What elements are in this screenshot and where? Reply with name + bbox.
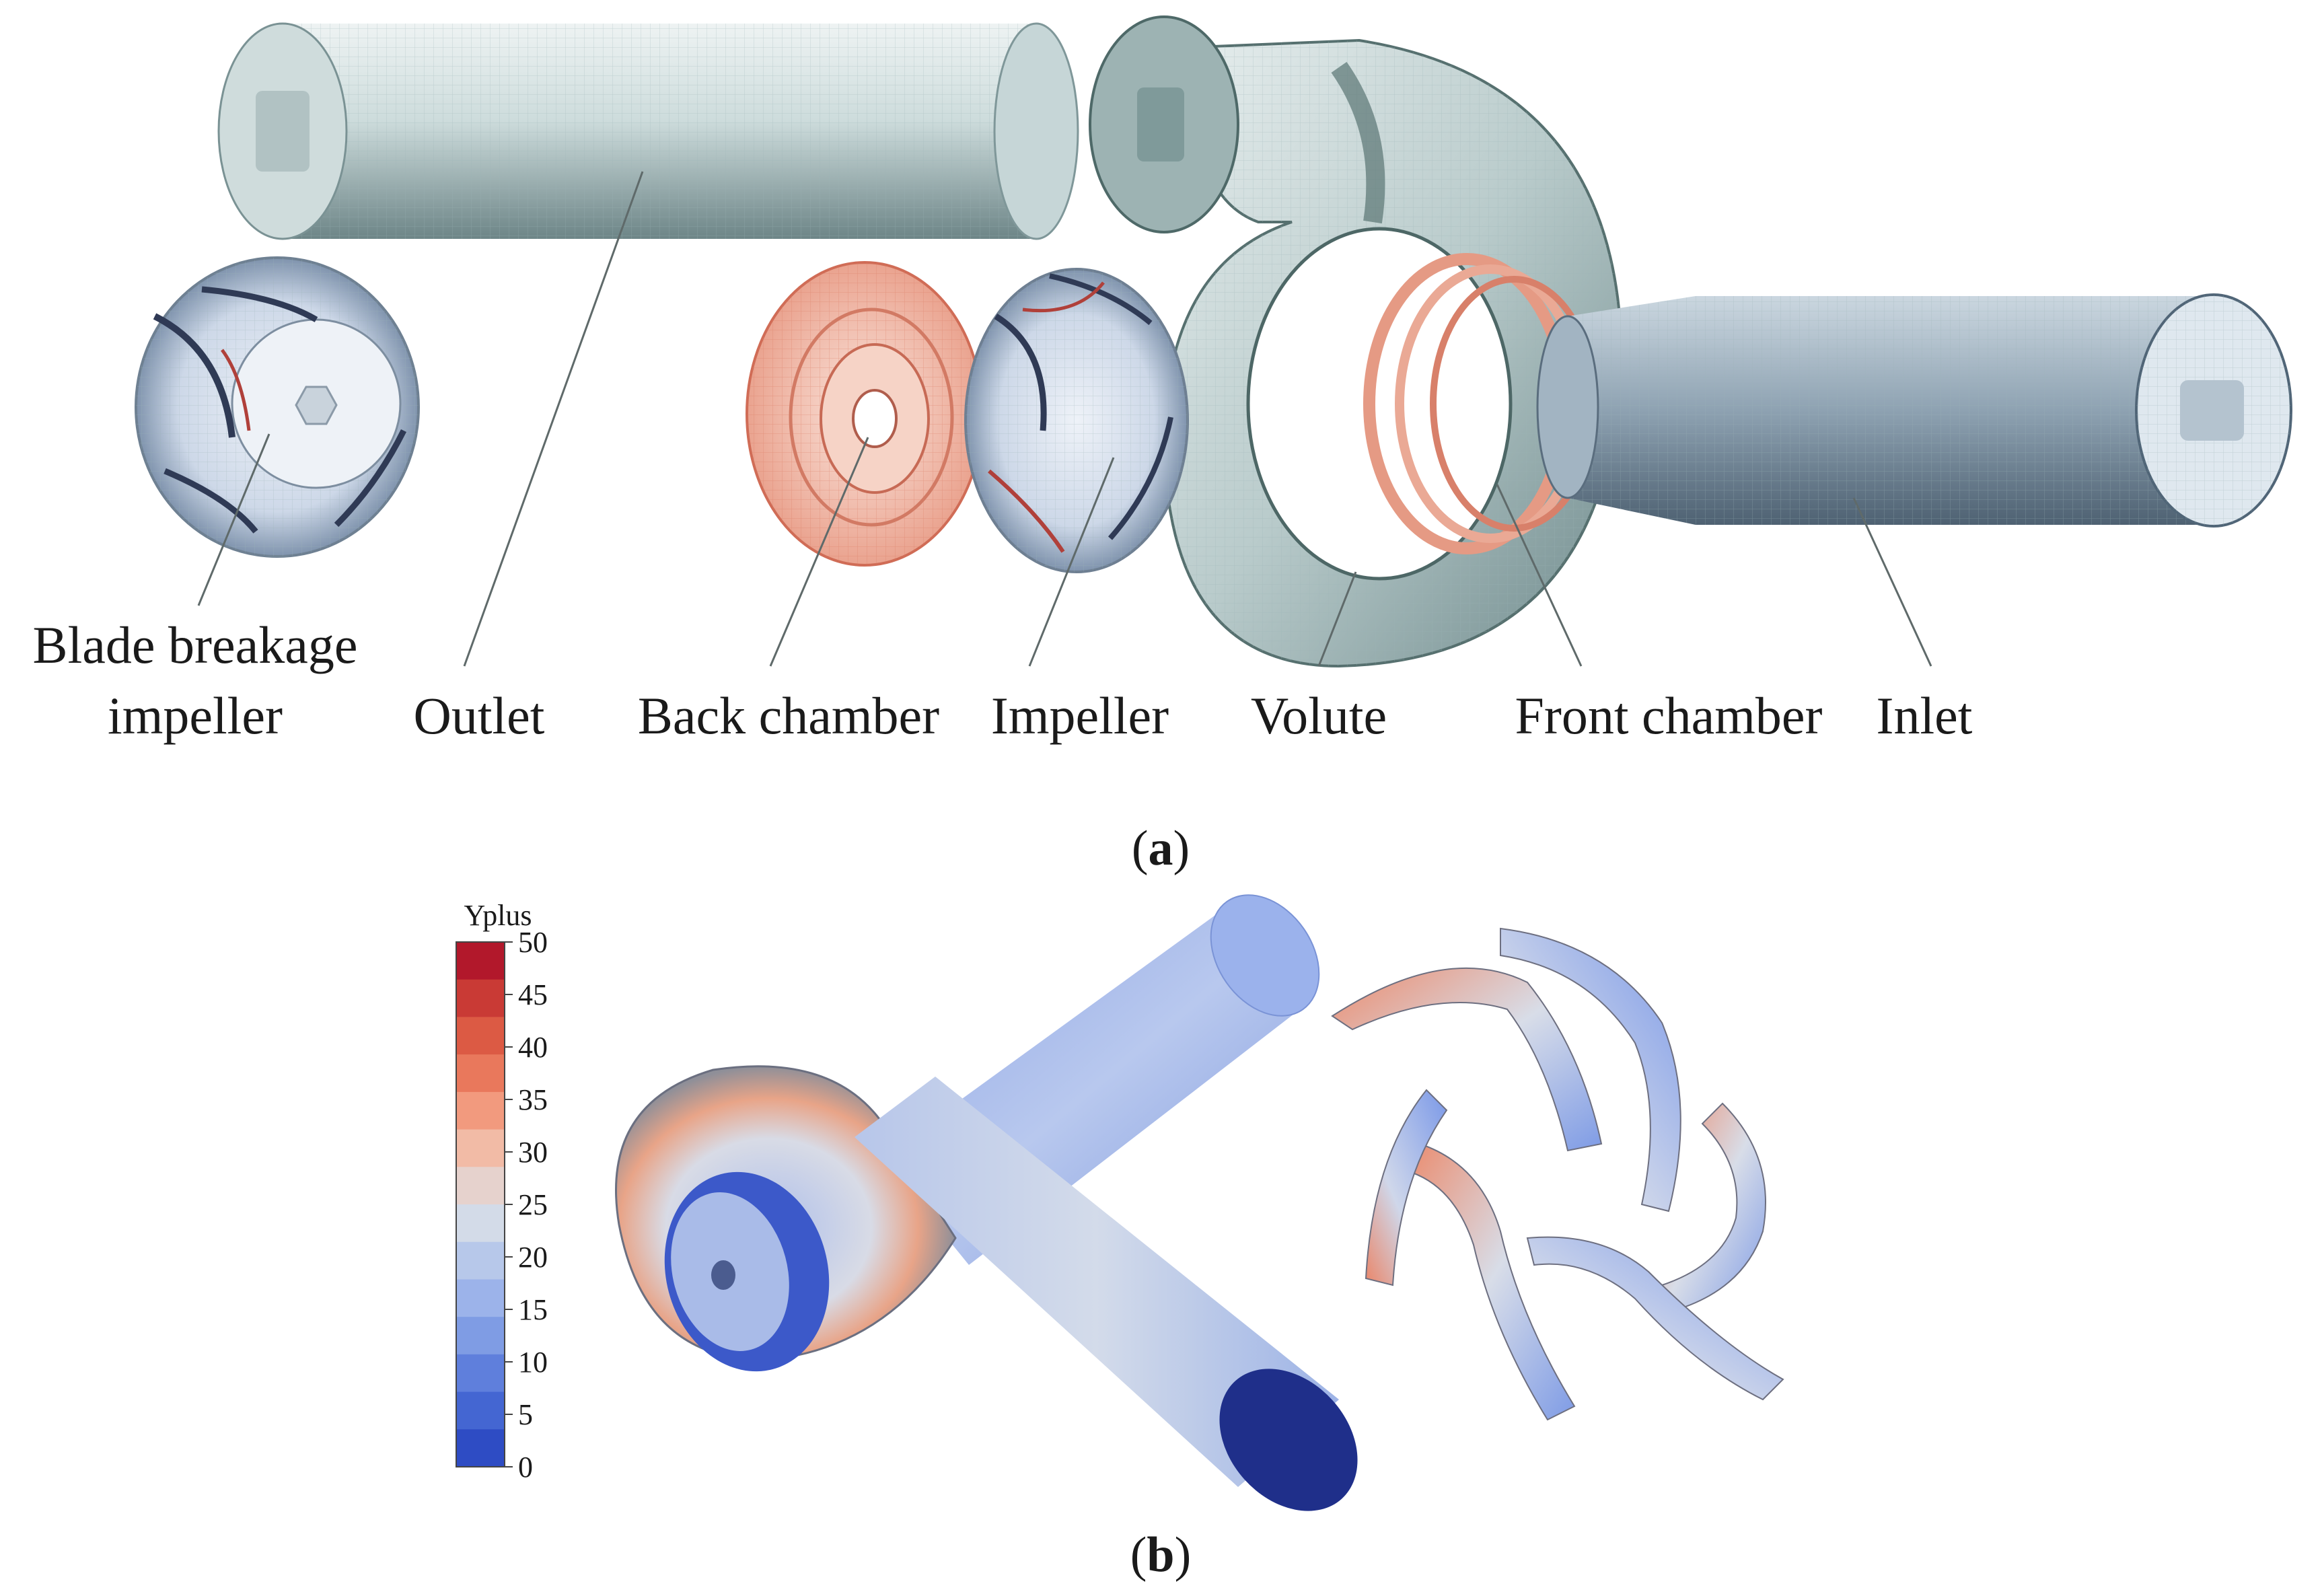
legend-title: Yplus — [464, 899, 532, 932]
outlet-face — [1219, 1369, 1358, 1511]
legend-tick-label: 15 — [518, 1293, 548, 1326]
legend-tick-label: 30 — [518, 1136, 548, 1169]
legend-color-step — [456, 1017, 505, 1055]
leader-front-chamber — [1496, 484, 1583, 667]
legend-color-step — [456, 1241, 505, 1280]
caption-a: (a) — [1132, 821, 1190, 876]
legend-color-step — [456, 1204, 505, 1243]
label-front-chamber: Front chamber — [1515, 686, 1822, 745]
label-inlet: Inlet — [1877, 686, 1973, 745]
blade-breakage-impeller-disc — [135, 256, 420, 558]
legend-tick-label: 45 — [518, 978, 548, 1011]
legend-tick-label: 5 — [518, 1398, 533, 1431]
legend-color-step — [456, 1167, 505, 1205]
legend-tick-label: 10 — [518, 1346, 548, 1379]
legend-color-step — [456, 1429, 505, 1467]
leader-outlet — [463, 171, 644, 667]
leader-back-chamber — [769, 437, 869, 667]
label-back-chamber: Back chamber — [638, 686, 939, 745]
leader-impeller — [1028, 457, 1115, 667]
legend-color-step — [456, 942, 505, 980]
caption-b: (b) — [1130, 1527, 1191, 1583]
legend-tick-label: 50 — [518, 926, 548, 959]
legend-tick-label: 40 — [518, 1031, 548, 1064]
label-impeller: Impeller — [991, 686, 1169, 745]
legend-colorbar — [456, 941, 505, 1467]
legend-color-step — [456, 1391, 505, 1430]
legend-color-step — [456, 1279, 505, 1317]
leader-inlet — [1852, 497, 1932, 667]
panel-a-illustration: Blade breakage impeller Outlet Back cham… — [33, 15, 2292, 876]
legend-color-step — [456, 1054, 505, 1093]
yplus-outlet-pipe-lower — [855, 1077, 1358, 1511]
legend-color-step — [456, 1091, 505, 1130]
label-outlet: Outlet — [414, 686, 545, 745]
inlet-tube — [1536, 293, 2292, 528]
yplus-impeller-blades — [1331, 927, 1784, 1421]
legend-color-step — [456, 1129, 505, 1167]
leader-blade-breakage — [197, 433, 270, 606]
leader-volute — [1317, 571, 1357, 667]
legend-tick-label: 25 — [518, 1188, 548, 1221]
volute — [1089, 15, 1624, 668]
impeller-disc — [964, 268, 1189, 573]
label-blade-breakage-line1: Blade breakage — [33, 616, 358, 674]
label-volute: Volute — [1251, 686, 1387, 745]
legend-tick-label: 35 — [518, 1083, 548, 1116]
legend-tick-label: 0 — [518, 1451, 533, 1484]
outlet-tube — [217, 22, 1079, 240]
legend-color-step — [456, 1354, 505, 1393]
label-blade-breakage-line2: impeller — [108, 686, 283, 745]
legend-tick-label: 20 — [518, 1241, 548, 1274]
back-chamber-disc — [746, 261, 984, 567]
legend-color-step — [456, 1317, 505, 1355]
legend-color-step — [456, 979, 505, 1017]
